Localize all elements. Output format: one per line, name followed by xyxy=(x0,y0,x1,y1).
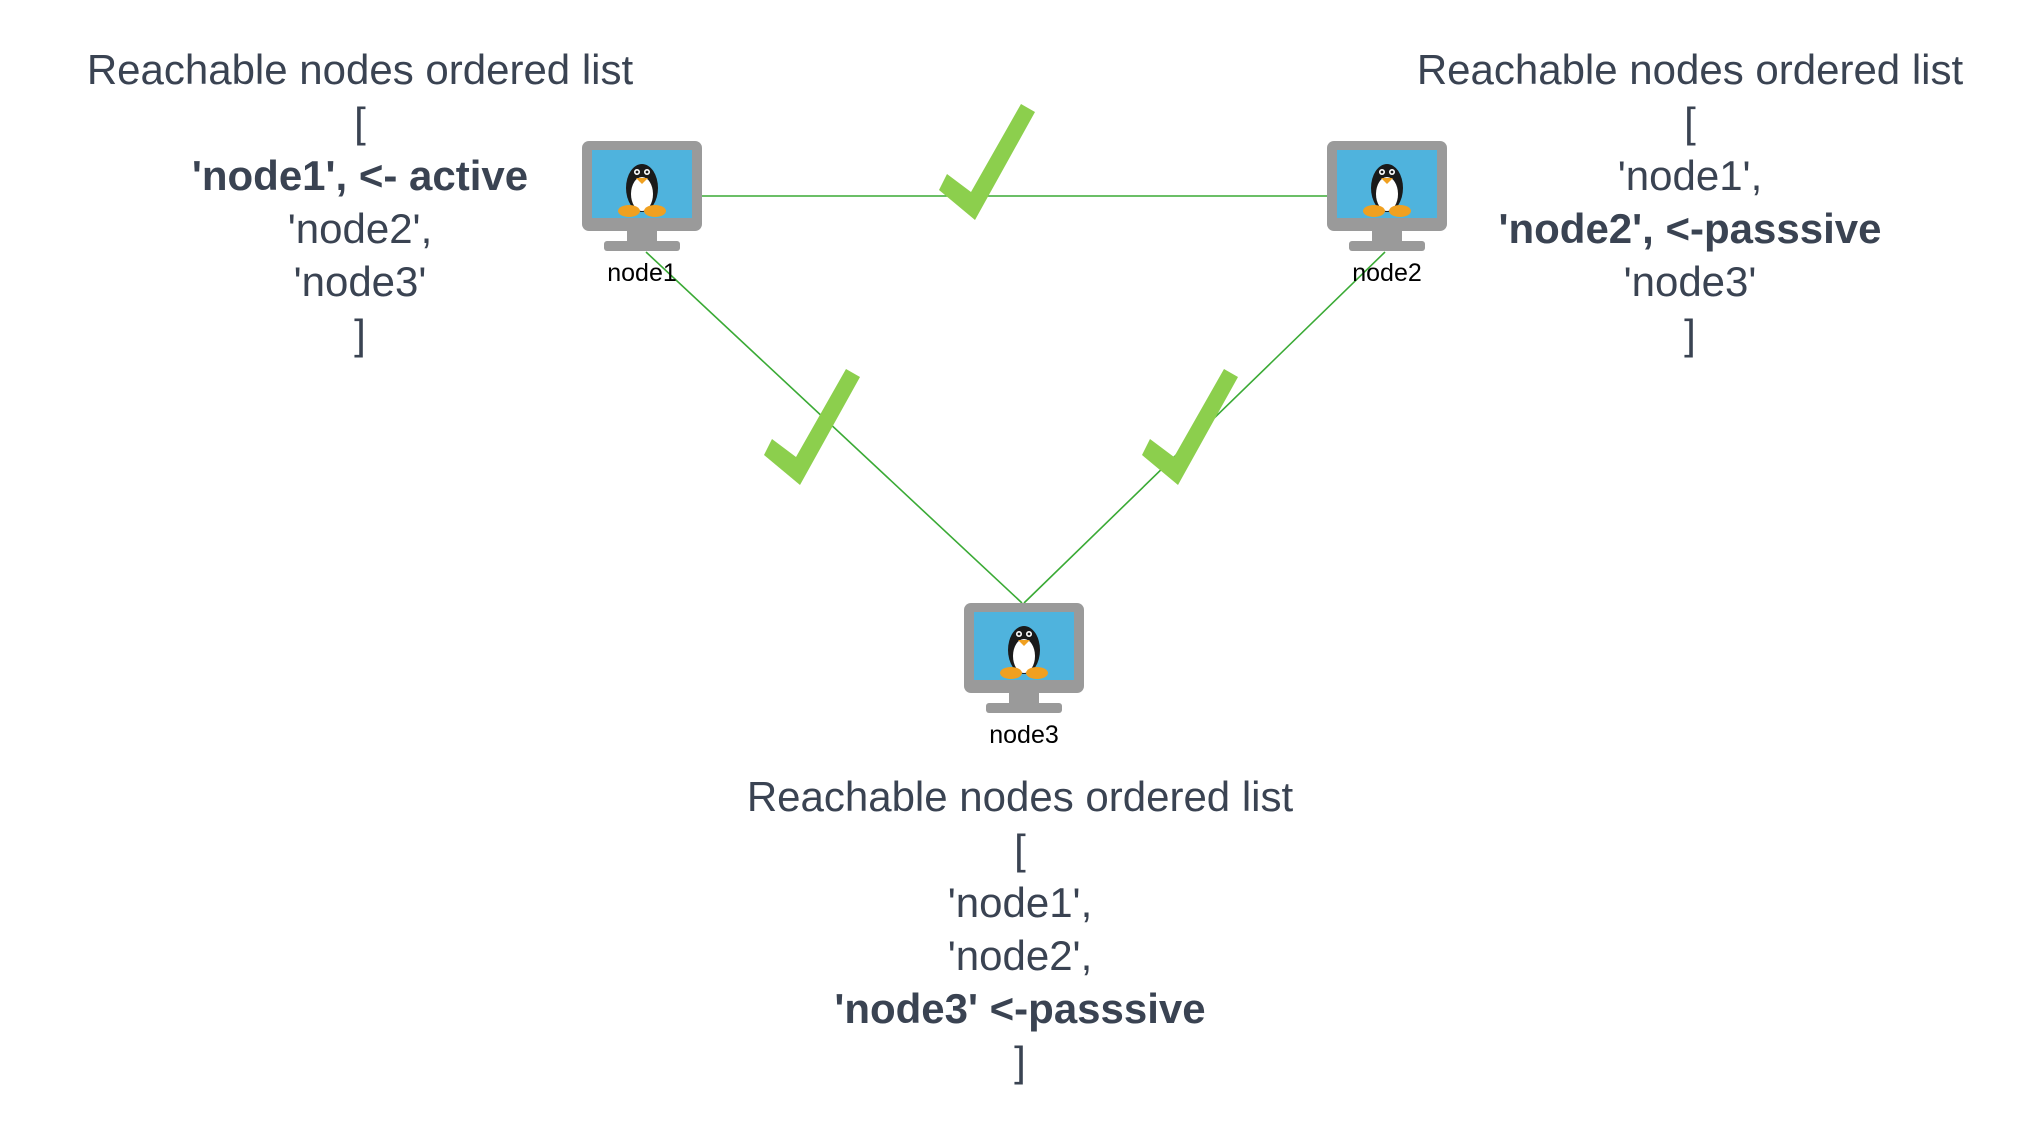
list-title: Reachable nodes ordered list xyxy=(86,46,634,93)
list-item: 'node1', xyxy=(947,879,1093,926)
list-item: 'node2', <-passsive xyxy=(1498,205,1882,252)
node1-reachable-list: Reachable nodes ordered list [ 'node1', … xyxy=(60,43,660,361)
list-close-bracket: ] xyxy=(354,311,366,358)
node2-reachable-list: Reachable nodes ordered list [ 'node1', … xyxy=(1380,43,2000,361)
node3-label: node3 xyxy=(989,721,1059,749)
list-item: 'node2', xyxy=(287,205,433,252)
node3-reachable-list: Reachable nodes ordered list [ 'node1', … xyxy=(710,770,1330,1088)
node2-label: node2 xyxy=(1352,259,1422,287)
link-node2-node3 xyxy=(1023,251,1386,604)
list-item: 'node1', <- active xyxy=(191,152,529,199)
checkmark-icon xyxy=(1142,369,1238,485)
node2[interactable]: node2 xyxy=(1327,141,1447,287)
checkmark-icon xyxy=(764,369,860,485)
list-title: Reachable nodes ordered list xyxy=(746,773,1294,820)
list-item: 'node1', xyxy=(1617,152,1763,199)
list-close-bracket: ] xyxy=(1684,311,1696,358)
connection-line xyxy=(645,251,1023,604)
list-item: 'node3' xyxy=(1623,258,1757,305)
list-item: 'node3' <-passsive xyxy=(834,985,1206,1032)
checkmark-icon xyxy=(939,104,1035,220)
node1[interactable]: node1 xyxy=(582,141,702,287)
linux-monitor-icon xyxy=(964,603,1084,713)
list-open-bracket: [ xyxy=(1684,99,1696,146)
list-item: 'node3' xyxy=(293,258,427,305)
list-item: 'node2', xyxy=(947,932,1093,979)
node1-label: node1 xyxy=(607,259,677,287)
link-node1-node2 xyxy=(700,104,1330,220)
list-open-bracket: [ xyxy=(1014,826,1026,873)
node3[interactable]: node3 xyxy=(964,603,1084,749)
link-node1-node3 xyxy=(645,251,1023,604)
list-open-bracket: [ xyxy=(354,99,366,146)
list-title: Reachable nodes ordered list xyxy=(1416,46,1964,93)
list-close-bracket: ] xyxy=(1014,1038,1026,1085)
